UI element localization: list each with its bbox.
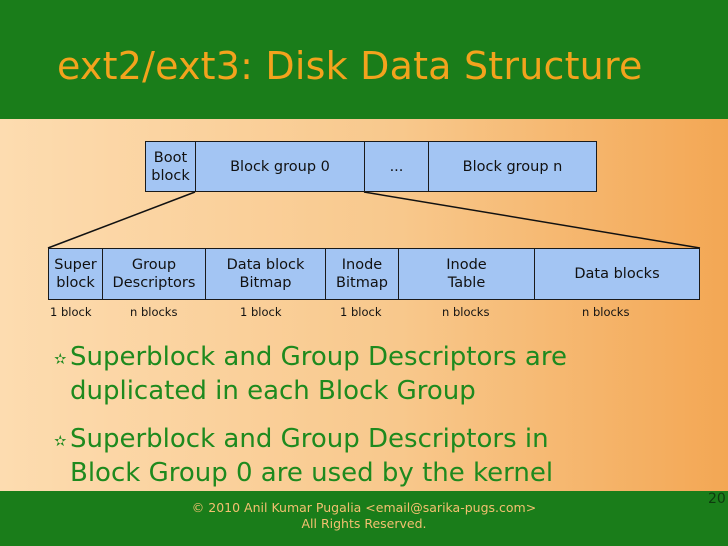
ellipsis-label: ... xyxy=(389,158,404,175)
slide-title: ext2/ext3: Disk Data Structure xyxy=(57,44,643,88)
ellipsis-block: ... xyxy=(364,141,429,192)
group-descriptors: Group Descriptors xyxy=(102,248,206,300)
bullet-star-icon: ✫ xyxy=(54,350,67,368)
footer-copyright: © 2010 Anil Kumar Pugalia <email@sarika-… xyxy=(191,500,537,515)
expansion-line-right xyxy=(363,191,701,249)
data-blocks-label: Data blocks xyxy=(574,266,660,282)
boot-block: Boot block xyxy=(145,141,196,192)
inode-bitmap-size: 1 block xyxy=(340,305,382,319)
super-block-label: Super block xyxy=(54,257,97,291)
super-block: Super block xyxy=(48,248,103,300)
block-group-n-label: Block group n xyxy=(462,158,563,175)
inode-bitmap: Inode Bitmap xyxy=(325,248,399,300)
block-group-0: Block group 0 xyxy=(195,141,365,192)
bullet-1-line-2: duplicated in each Block Group xyxy=(70,376,476,406)
data-block-bitmap-size: 1 block xyxy=(240,305,282,319)
group-descriptors-size: n blocks xyxy=(130,305,178,319)
footer-rights: All Rights Reserved. xyxy=(301,516,427,531)
expansion-line-left xyxy=(47,191,196,249)
bullet-2-line-1: Superblock and Group Descriptors in xyxy=(70,424,549,454)
inode-table: Inode Table xyxy=(398,248,535,300)
inode-table-label: Inode Table xyxy=(446,257,487,291)
data-block-bitmap: Data block Bitmap xyxy=(205,248,326,300)
bullet-2-line-2: Block Group 0 are used by the kernel xyxy=(70,458,554,488)
data-blocks: Data blocks xyxy=(534,248,700,300)
boot-block-label: Boot block xyxy=(151,149,190,184)
data-block-bitmap-label: Data block Bitmap xyxy=(226,257,305,291)
inode-bitmap-label: Inode Bitmap xyxy=(336,257,388,291)
group-descriptors-label: Group Descriptors xyxy=(112,257,196,291)
title-bar: ext2/ext3: Disk Data Structure xyxy=(0,0,728,119)
footer-bar: © 2010 Anil Kumar Pugalia <email@sarika-… xyxy=(0,491,728,546)
block-group-0-label: Block group 0 xyxy=(230,158,330,175)
super-block-size: 1 block xyxy=(50,305,92,319)
inode-table-size: n blocks xyxy=(442,305,490,319)
data-blocks-size: n blocks xyxy=(582,305,630,319)
page-number: 20 xyxy=(708,491,726,507)
bullet-star-icon: ✫ xyxy=(54,432,67,450)
block-group-n: Block group n xyxy=(428,141,597,192)
bullet-1-line-1: Superblock and Group Descriptors are xyxy=(70,342,567,372)
